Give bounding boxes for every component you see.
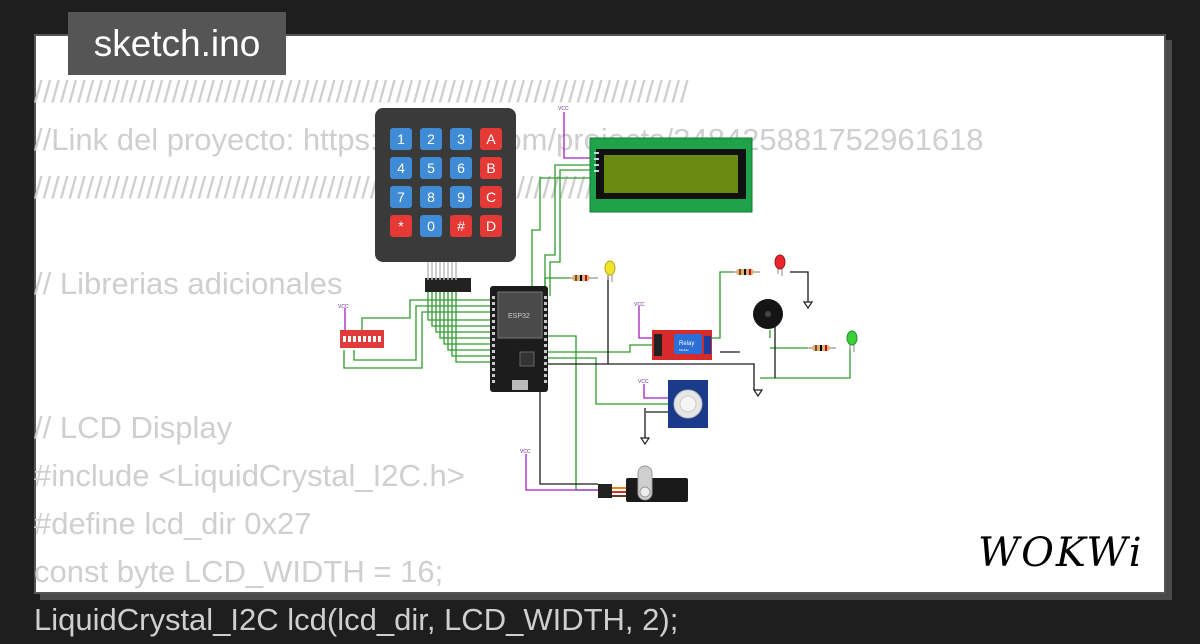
- led-yellow[interactable]: [604, 260, 616, 282]
- keypad-key-label: *: [398, 218, 404, 234]
- keypad-key[interactable]: 3: [450, 128, 472, 150]
- keypad-key-label: #: [457, 218, 465, 234]
- vcc-wires: [344, 112, 668, 491]
- code-line: #define lcd_dir 0x27: [34, 506, 312, 541]
- relay-header: [654, 334, 662, 356]
- keypad-pins: [427, 262, 457, 280]
- esp32-usb: [512, 380, 528, 390]
- wokwi-logo: WOKWi: [978, 530, 1144, 576]
- keypad-key-label: 8: [427, 189, 435, 205]
- relay-terminal: [704, 336, 711, 354]
- vcc-label-relay: VCC: [634, 302, 645, 308]
- keypad-key-label: 2: [427, 131, 435, 147]
- dip-switch[interactable]: [340, 330, 384, 348]
- keypad-key[interactable]: *: [390, 215, 412, 237]
- keypad-key-label: 7: [397, 189, 405, 205]
- vcc-label-pir: VCC: [638, 379, 649, 385]
- vcc-label-lcd: VCC: [558, 106, 569, 112]
- keypad-key[interactable]: 2: [420, 128, 442, 150]
- keypad-key[interactable]: 0: [420, 215, 442, 237]
- servo-motor: [598, 465, 688, 502]
- servo-body: [626, 478, 688, 502]
- keypad-key-label: 1: [397, 131, 405, 147]
- relay-label: Relay: [679, 341, 694, 347]
- preview-card: [34, 34, 1166, 594]
- esp32-pins: [492, 296, 547, 383]
- keypad-key-label: 0: [427, 218, 435, 234]
- vcc-label-servo: VCC: [520, 449, 531, 455]
- code-line: ////////////////////////////////////////…: [34, 170, 680, 205]
- relay-module[interactable]: Relay Module: [652, 330, 712, 360]
- keypad-key[interactable]: 4: [390, 157, 412, 179]
- keypad-key-label: 3: [457, 131, 465, 147]
- vcc-labels: VCC VCC VCC VCC VCC: [338, 106, 649, 455]
- resistor-green-led: [806, 345, 836, 351]
- vcc-label-dip: VCC: [338, 304, 349, 310]
- keypad-key[interactable]: 6: [450, 157, 472, 179]
- esp32-chip: [519, 351, 535, 367]
- keypad-key[interactable]: C: [480, 186, 502, 208]
- file-tab[interactable]: sketch.ino: [68, 12, 286, 75]
- servo-connector: [598, 484, 612, 498]
- led-green[interactable]: [846, 330, 858, 352]
- dip-body: [340, 330, 384, 348]
- code-line: ////////////////////////////////////////…: [34, 74, 689, 109]
- keypad-key[interactable]: B: [480, 157, 502, 179]
- ground-symbols: [639, 301, 814, 446]
- code-line: // LCD Display: [34, 410, 233, 445]
- keypad-key-label: 9: [457, 189, 465, 205]
- code-preview: ////////////////////////////////////////…: [34, 68, 984, 644]
- keypad-key[interactable]: D: [480, 215, 502, 237]
- esp32-module: [497, 291, 543, 339]
- buzzer: [753, 299, 783, 329]
- keypad-key[interactable]: 8: [420, 186, 442, 208]
- led-red[interactable]: [774, 254, 786, 276]
- keypad-key[interactable]: #: [450, 215, 472, 237]
- keypad-key-label: D: [486, 218, 496, 234]
- keypad[interactable]: 1 2 3 A 4 5 6 B 7 8 9 C * 0 # D: [375, 108, 516, 292]
- keypad-key-label: 6: [457, 160, 465, 176]
- resistor-red-led: [730, 269, 760, 275]
- keypad-key[interactable]: 9: [450, 186, 472, 208]
- keypad-header: [425, 278, 471, 292]
- code-line: // Librerias adicionales: [34, 266, 343, 301]
- keypad-key-label: 5: [427, 160, 435, 176]
- keypad-key-label: A: [486, 131, 496, 147]
- circuit-diagram: VCC VCC VCC VCC VCC 1 2 3 A 4 5 6 B 7 8 9 C * 0 # D ESP…: [338, 106, 858, 502]
- code-line: const byte LCD_WIDTH = 16;: [34, 554, 444, 589]
- keypad-key-label: C: [486, 189, 496, 205]
- keypad-key[interactable]: 7: [390, 186, 412, 208]
- dip-keys: [343, 336, 381, 342]
- code-line: #include <LiquidCrystal_I2C.h>: [34, 458, 465, 493]
- resistor-yellow-led: [566, 275, 598, 281]
- pir-sensor: [668, 380, 708, 428]
- svg-text:WOKWi: WOKWi: [978, 530, 1144, 576]
- relay-block: [674, 334, 702, 354]
- lcd-screen: [604, 155, 738, 193]
- keypad-key[interactable]: 1: [390, 128, 412, 150]
- keypad-key-label: B: [486, 160, 495, 176]
- esp32-label: ESP32: [508, 313, 530, 320]
- esp32-board: ESP32: [490, 286, 548, 392]
- lcd-pins: [594, 152, 599, 172]
- keypad-key[interactable]: A: [480, 128, 502, 150]
- lcd-display: [589, 137, 753, 213]
- keypad-key-label: 4: [397, 160, 405, 176]
- keypad-key[interactable]: 5: [420, 157, 442, 179]
- black-wires: [539, 271, 809, 485]
- relay-sublabel: Module: [679, 348, 689, 352]
